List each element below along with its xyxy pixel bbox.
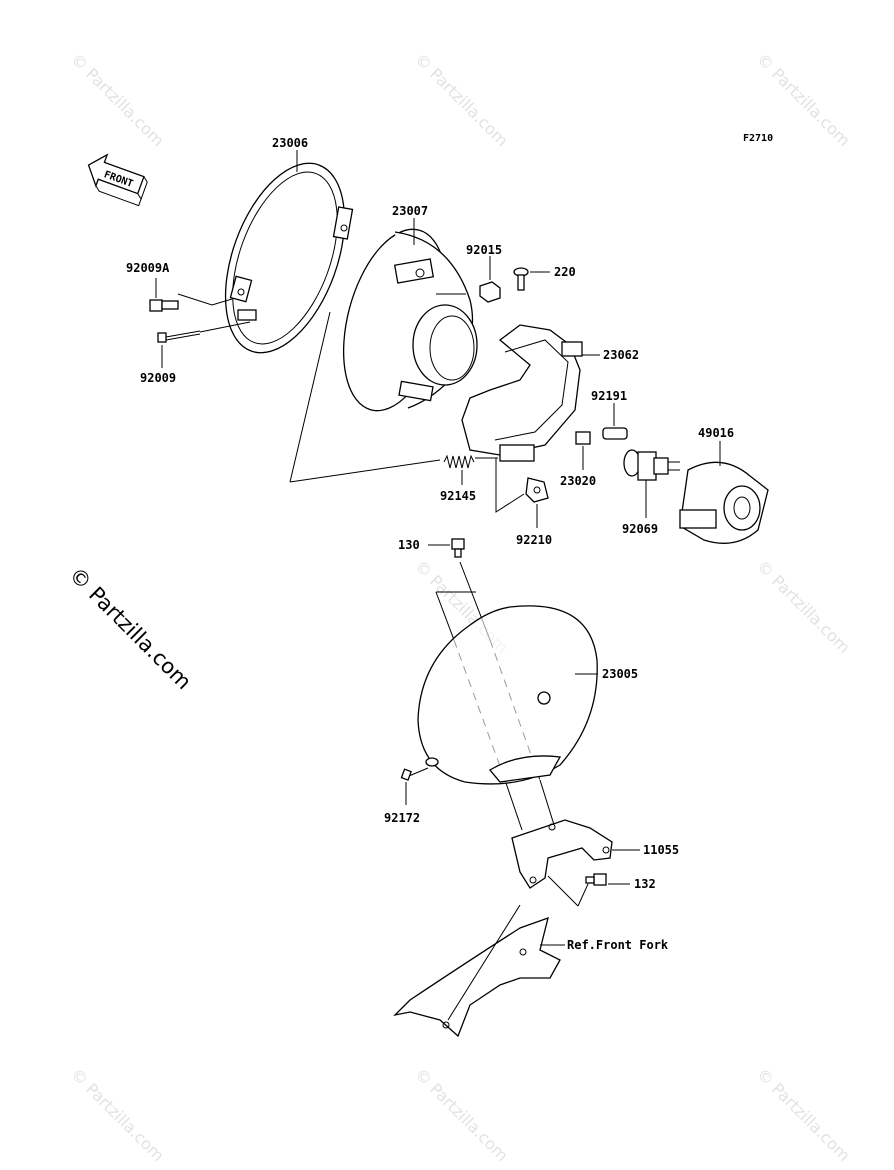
watermark-tile: © Partzilla.com <box>411 49 512 150</box>
watermark-main: © Partzilla.com <box>64 563 196 695</box>
part-130-bolt <box>451 538 465 558</box>
figure-code: F2710 <box>743 133 773 144</box>
watermark-tile: © Partzilla.com <box>67 1064 168 1165</box>
label-92009: 92009 <box>140 371 176 385</box>
part-23020-socket <box>575 431 591 445</box>
label-92069: 92069 <box>622 522 658 536</box>
part-92015-nut <box>479 281 501 303</box>
label-132: 132 <box>634 877 656 891</box>
label-92172: 92172 <box>384 811 420 825</box>
label-49016: 49016 <box>698 426 734 440</box>
front-fork-reference <box>393 916 561 1038</box>
label-23005: 23005 <box>602 667 638 681</box>
part-23005-housing <box>417 605 598 785</box>
label-92015: 92015 <box>466 243 502 257</box>
label-ref-front-fork: Ref.Front Fork <box>567 938 669 952</box>
part-23062-bracket <box>461 324 583 462</box>
part-92191-tube <box>602 427 628 440</box>
part-92009A-bolt <box>149 299 179 312</box>
label-23006: 23006 <box>272 136 308 150</box>
headlight-unit <box>342 228 478 412</box>
part-49016-boot <box>679 461 769 544</box>
label-23020: 23020 <box>560 474 596 488</box>
part-220-screw <box>513 267 529 291</box>
part-92009-screw <box>157 330 201 343</box>
label-92009A: 92009A <box>126 261 170 275</box>
watermark-tile: © Partzilla.com <box>753 556 854 657</box>
label-92191: 92191 <box>591 389 627 403</box>
part-92210-plate <box>525 477 549 503</box>
label-23062: 23062 <box>603 348 639 362</box>
part-11055-bracket <box>511 819 613 889</box>
watermark-tile: © Partzilla.com <box>67 49 168 150</box>
part-92172-screw <box>400 767 429 781</box>
label-11055: 11055 <box>643 843 679 857</box>
headlight-rim <box>224 162 354 354</box>
label-23007: 23007 <box>392 204 428 218</box>
label-92145: 92145 <box>440 489 476 503</box>
front-arrow-icon <box>87 153 145 195</box>
watermark-tile: © Partzilla.com <box>753 1064 854 1165</box>
part-92145-spring <box>443 454 498 469</box>
label-92210: 92210 <box>516 533 552 547</box>
label-220: 220 <box>554 265 576 279</box>
part-92069-bulb <box>623 449 680 481</box>
front-arrow: FRONT <box>87 153 148 207</box>
part-132-bolt <box>585 873 607 886</box>
label-130: 130 <box>398 538 420 552</box>
watermark-tile: © Partzilla.com <box>411 1064 512 1165</box>
